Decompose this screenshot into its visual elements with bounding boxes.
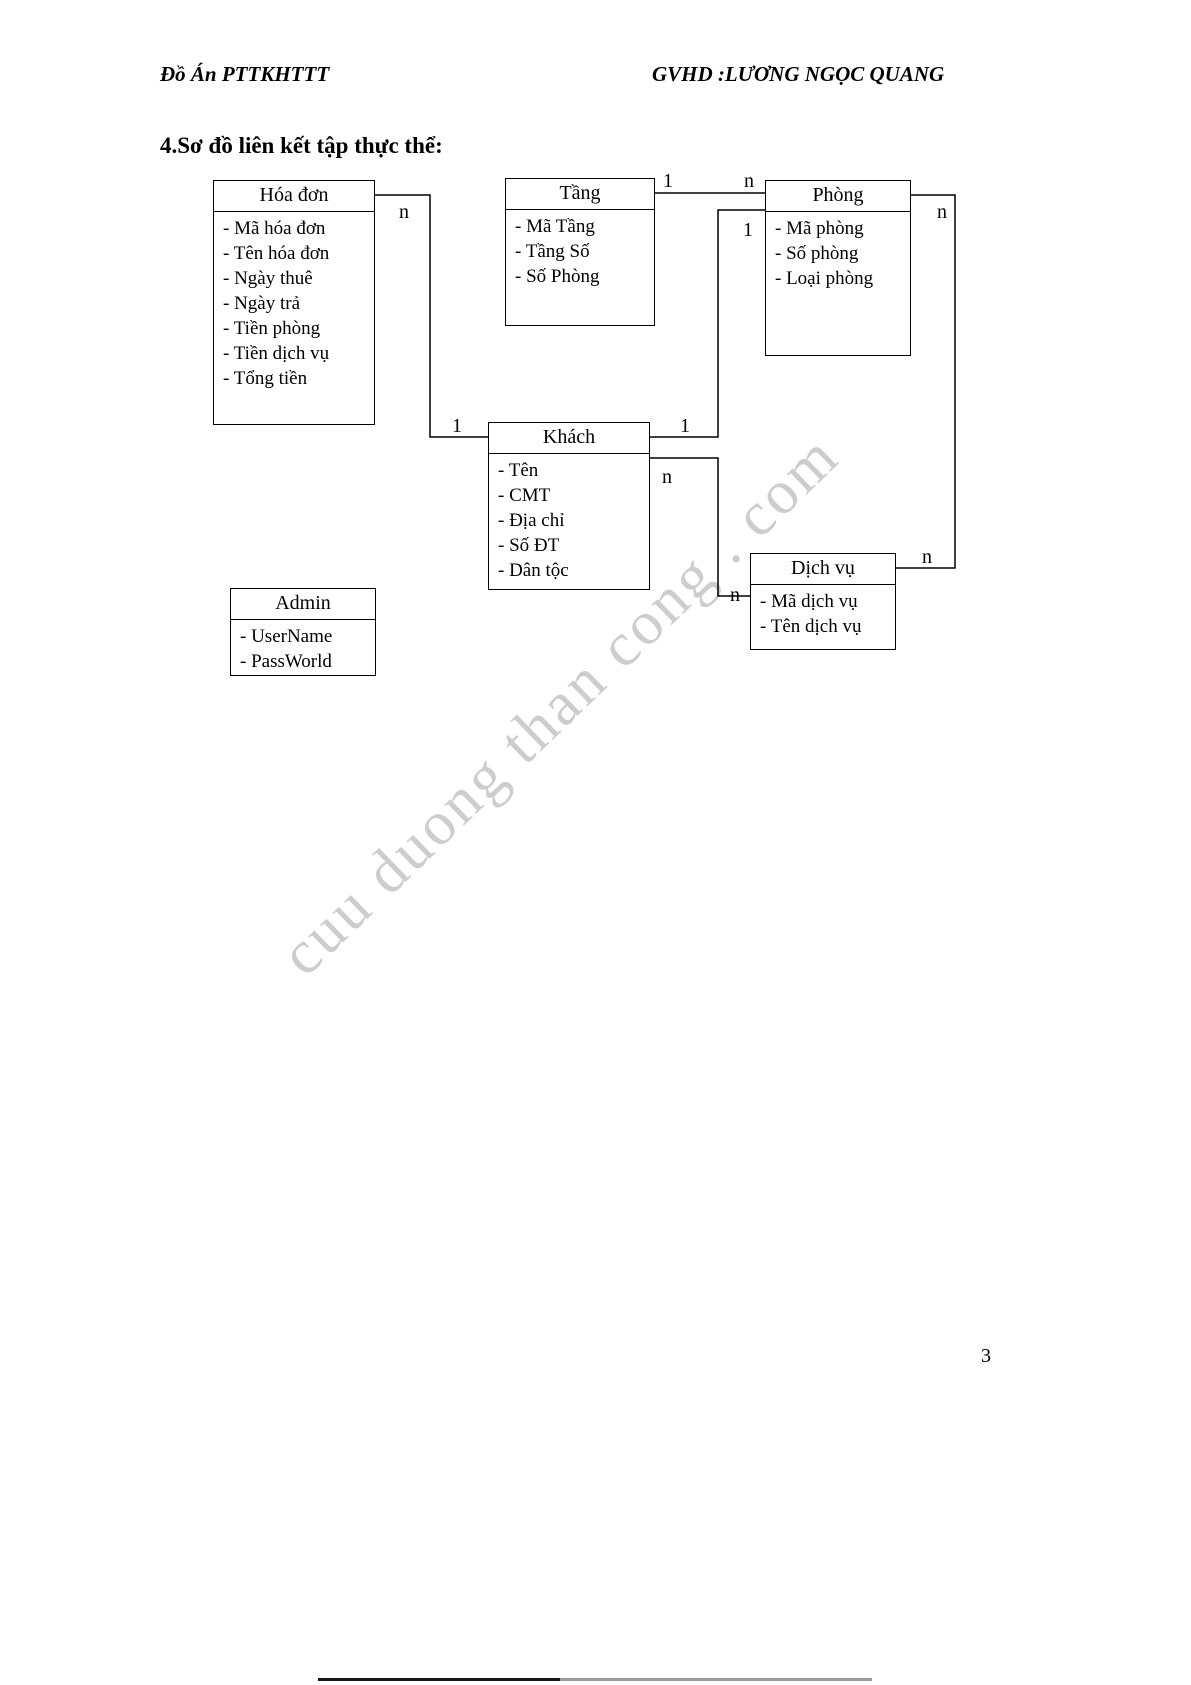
entity-dich-vu: Dịch vụ - Mã dịch vụ - Tên dịch vụ <box>750 553 896 650</box>
entity-hoa-don-attributes: - Mã hóa đơn - Tên hóa đơn - Ngày thuê -… <box>214 212 374 391</box>
cardinality-label: n <box>922 546 932 568</box>
attribute: - Tên <box>498 460 539 481</box>
entity-hoa-don: Hóa đơn - Mã hóa đơn - Tên hóa đơn - Ngà… <box>213 180 375 425</box>
footer-rule-dark <box>318 1678 560 1681</box>
attribute: - Ngày trả <box>223 293 301 314</box>
attribute: - Loại phòng <box>775 268 874 289</box>
attribute: - Tên hóa đơn <box>223 243 330 264</box>
entity-hoa-don-title: Hóa đơn <box>214 181 374 212</box>
entity-admin: Admin - UserName - PassWorld <box>230 588 376 676</box>
attribute: - Mã dịch vụ <box>760 591 858 612</box>
cardinality-label: 1 <box>680 415 690 437</box>
entity-khach: Khách - Tên - CMT - Địa chỉ - Số ĐT - Dâ… <box>488 422 650 590</box>
entity-phong: Phòng - Mã phòng - Số phòng - Loại phòng <box>765 180 911 356</box>
entity-tang-attributes: - Mã Tầng - Tầng Số - Số Phòng <box>506 210 654 289</box>
cardinality-label: 1 <box>663 170 673 192</box>
header-advisor: GVHD :LƯƠNG NGỌC QUANG <box>652 62 945 86</box>
attribute: - Dân tộc <box>498 560 569 581</box>
connector-phong-khach <box>650 209 765 438</box>
entity-admin-attributes: - UserName - PassWorld <box>231 620 375 674</box>
attribute: - Tiền dịch vụ <box>223 343 330 364</box>
attribute: - CMT <box>498 485 551 506</box>
cardinality-label: n <box>937 201 947 223</box>
attribute: - Mã hóa đơn <box>223 218 326 239</box>
entity-dich-vu-attributes: - Mã dịch vụ - Tên dịch vụ <box>751 585 895 639</box>
entity-khach-title: Khách <box>489 423 649 454</box>
entity-tang: Tầng - Mã Tầng - Tầng Số - Số Phòng <box>505 178 655 326</box>
cardinality-label: n <box>399 201 409 223</box>
attribute: - Số Phòng <box>515 266 600 287</box>
section-title: 4.Sơ đồ liên kết tập thực thể: <box>160 133 443 158</box>
attribute: - Ngày thuê <box>223 268 313 289</box>
cardinality-label: n <box>730 584 740 606</box>
attribute: - PassWorld <box>240 651 332 672</box>
attribute: - Địa chỉ <box>498 510 565 531</box>
entity-phong-title: Phòng <box>766 181 910 212</box>
attribute: - Tiền phòng <box>223 318 321 339</box>
attribute: - Tổng tiền <box>223 368 308 389</box>
attribute: - Số ĐT <box>498 535 560 556</box>
page-number: 3 <box>981 1345 991 1367</box>
header-document-title: Đồ Án PTTKHTTT <box>160 62 330 86</box>
attribute: - Tên dịch vụ <box>760 616 862 637</box>
entity-khach-attributes: - Tên - CMT - Địa chỉ - Số ĐT - Dân tộc <box>489 454 649 583</box>
attribute: - UserName <box>240 626 333 647</box>
entity-tang-title: Tầng <box>506 179 654 210</box>
entity-admin-title: Admin <box>231 589 375 620</box>
cardinality-label: n <box>744 170 754 192</box>
cardinality-label: n <box>662 466 672 488</box>
connector-hoa-don-khach <box>375 194 488 438</box>
entity-phong-attributes: - Mã phòng - Số phòng - Loại phòng <box>766 212 910 291</box>
attribute: - Số phòng <box>775 243 859 264</box>
attribute: - Tầng Số <box>515 241 590 262</box>
entity-dich-vu-title: Dịch vụ <box>751 554 895 585</box>
attribute: - Mã Tầng <box>515 216 595 237</box>
cardinality-label: 1 <box>452 415 462 437</box>
cardinality-label: 1 <box>743 219 753 241</box>
attribute: - Mã phòng <box>775 218 864 239</box>
footer-rule-gray <box>560 1678 872 1681</box>
